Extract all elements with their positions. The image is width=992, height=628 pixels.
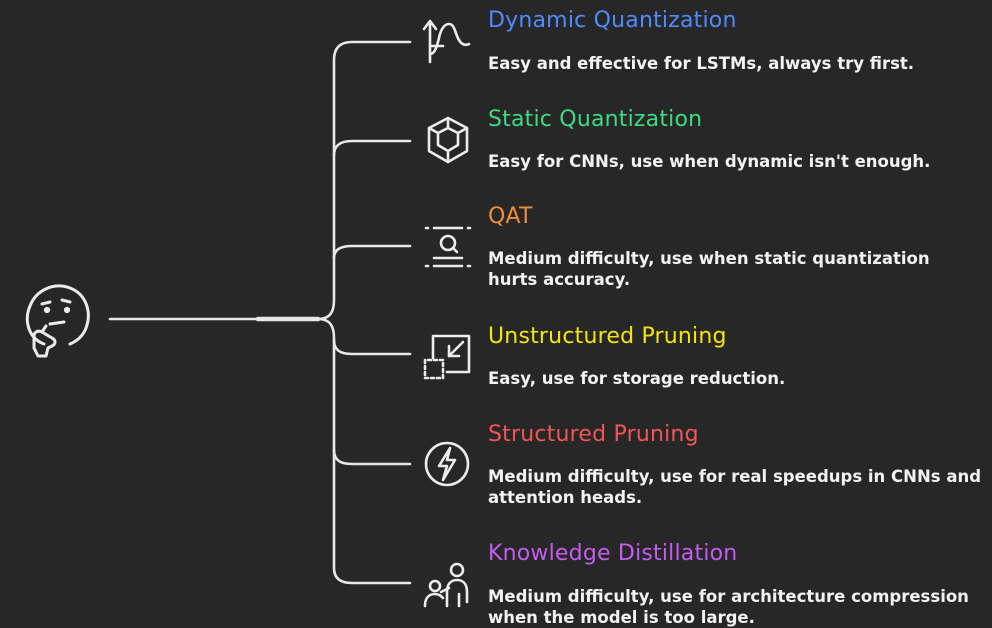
brace-spine <box>316 40 412 321</box>
branch-connector <box>332 448 412 466</box>
inspect-range-icon <box>424 226 472 268</box>
branch-connector <box>332 338 412 356</box>
teacher-student-icon <box>423 562 469 608</box>
branch-description-dynamic-quantization: Easy and effective for LSTMs, always try… <box>488 54 915 73</box>
branch-title-structured-pruning: Structured Pruning <box>488 422 699 447</box>
branch-description-knowledge-distillation: Medium difficulty, use for architecture … <box>488 587 969 627</box>
branch-description-structured-pruning: Medium difficulty, use for real speedups… <box>488 467 982 507</box>
branch-description-qat: Medium difficulty, use when static quant… <box>488 249 930 289</box>
branch-description-static-quantization: Easy for CNNs, use when dynamic isn't en… <box>488 152 931 171</box>
cube-icon <box>427 116 469 164</box>
branch-connector <box>332 244 412 260</box>
thinking-face-icon <box>25 284 90 358</box>
branch-title-dynamic-quantization: Dynamic Quantization <box>488 8 737 33</box>
branch-title-unstructured-pruning: Unstructured Pruning <box>488 324 727 349</box>
function-graph-icon <box>422 19 471 64</box>
branch-connector <box>332 139 412 157</box>
branch-title-knowledge-distillation: Knowledge Distillation <box>488 541 738 566</box>
shrink-arrow-icon <box>423 334 471 380</box>
branch-title-static-quantization: Static Quantization <box>488 107 703 132</box>
brace-spine-lower <box>316 317 412 585</box>
branch-description-unstructured-pruning: Easy, use for storage reduction. <box>488 369 786 388</box>
branch-title-qat: QAT <box>488 204 533 229</box>
lightning-circle-icon <box>424 441 470 487</box>
